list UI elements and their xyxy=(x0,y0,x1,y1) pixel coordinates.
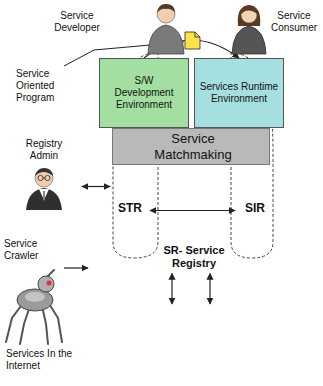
node-text: Registry Admin xyxy=(19,138,69,162)
matchmaking-box: Service Matchmaking xyxy=(112,128,270,165)
service-dot xyxy=(165,330,172,350)
service-dot xyxy=(204,336,211,356)
node-text: SR- Service Registry xyxy=(154,244,234,270)
process-box: Services Runtime Environment xyxy=(194,58,284,128)
node-text: Services In the Internet xyxy=(6,348,76,372)
callout-label: Service Oriented Program xyxy=(16,68,66,104)
service-dot xyxy=(217,330,224,350)
process-box: S/W Development Environment xyxy=(99,58,189,128)
service-dot xyxy=(152,336,159,356)
connector xyxy=(150,210,235,211)
node-text: STR xyxy=(110,201,150,215)
crawler-robot-shape xyxy=(2,266,64,346)
connector xyxy=(64,267,88,268)
node-text: Service Developer xyxy=(46,10,108,34)
internet-cloud: Services In the Internet xyxy=(104,298,276,376)
actor: Service Consumer xyxy=(226,2,320,54)
node-text: Service Crawler xyxy=(4,238,52,262)
connector xyxy=(171,273,172,304)
actor-shape xyxy=(230,2,268,54)
node-text: Services Runtime Environment xyxy=(199,81,279,105)
store-cylinder: STR xyxy=(110,163,150,258)
internet-cloud-shape xyxy=(104,298,276,378)
crawler-robot: Service Crawler xyxy=(2,236,64,346)
service-dot xyxy=(139,330,146,350)
service-dot xyxy=(178,336,185,356)
actor-shape xyxy=(146,2,186,54)
actor: Registry Admin xyxy=(6,138,82,210)
service-dot xyxy=(191,330,198,350)
connector xyxy=(82,186,110,187)
node-text: Service Consumer xyxy=(268,10,320,34)
actor-shape xyxy=(24,166,64,210)
service-dot xyxy=(230,336,237,356)
node-text: S/W Development Environment xyxy=(104,75,184,111)
node-text: SIR xyxy=(235,201,275,215)
node-text: Service Matchmaking xyxy=(143,131,243,162)
actor: Service Developer xyxy=(46,2,190,54)
store-cylinder: SIR xyxy=(235,163,275,258)
registry-cylinder: SR- Service Registry S/W Development Envi… xyxy=(88,48,288,374)
connector xyxy=(209,273,210,304)
